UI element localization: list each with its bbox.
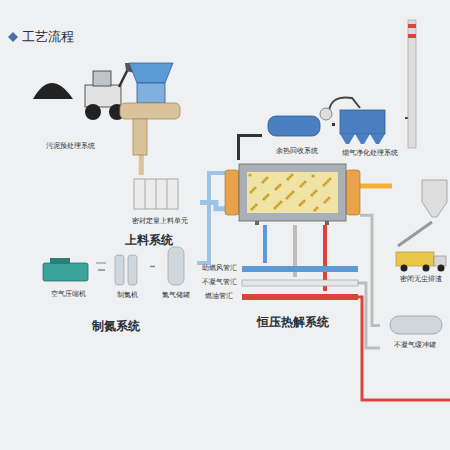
node-caption: 不凝气管汇 (198, 279, 240, 287)
pipe-connector (150, 266, 155, 268)
pipe-connector (332, 123, 335, 126)
pipe-connector (139, 155, 144, 175)
node-caption: 烟气净化处理系统 (335, 150, 405, 158)
pipe-connector (98, 269, 105, 271)
fuel-manifold: 燃油管汇 (198, 291, 358, 303)
pipe-connector (200, 203, 225, 209)
air-manifold: 助燃风管汇 (198, 263, 358, 275)
pipe-connector (197, 173, 225, 263)
heat-recovery: 余热回收系统 (262, 108, 332, 163)
section-label: 上料系统 (125, 234, 173, 247)
node-caption: 污泥预处理系统 (25, 143, 115, 151)
pipe-connector (358, 283, 380, 348)
equipment-drawing (25, 55, 180, 155)
air-compressor: 空气压缩机 (38, 255, 98, 305)
node-caption: 燃油管汇 (198, 293, 240, 301)
equipment-drawing (225, 160, 360, 225)
slag-discharge: 密闭无尘排渣 (392, 172, 450, 290)
node-caption: 余热回收系统 (262, 148, 332, 156)
section-label: 制氮系统 (92, 320, 140, 333)
nitrogen-generator: 制氮机 (105, 250, 150, 305)
nitrogen-tank: 氮气储罐 (155, 245, 197, 305)
pretreatment-system: 污泥预处理系统 (25, 55, 180, 155)
node-caption: 密封定量上料单元 (120, 218, 200, 226)
gas-buffer-tank: 不凝气缓冲罐 (380, 312, 450, 357)
feeding-unit: 密封定量上料单元 (120, 175, 200, 230)
pipe-connector (239, 136, 263, 161)
pipe-connector (360, 215, 380, 325)
pyrolysis-reactor: 恒压热解系统 (225, 160, 360, 225)
diagram-title: 工艺流程 (22, 30, 74, 44)
node-caption: 恒压热解系统 (240, 316, 345, 329)
flue-gas-cleaning: 烟气净化处理系统 (335, 100, 405, 165)
pipe-connector (360, 184, 392, 189)
node-caption: 助燃风管汇 (198, 265, 240, 273)
pipe-connector (263, 225, 267, 263)
node-caption: 氮气储罐 (155, 292, 197, 300)
equipment-drawing (380, 312, 450, 357)
node-caption: 密闭无尘排渣 (392, 276, 450, 284)
node-caption: 不凝气缓冲罐 (380, 342, 450, 350)
node-caption: 制氮机 (105, 292, 150, 300)
equipment-drawing (392, 172, 450, 290)
gas-manifold: 不凝气管汇 (198, 277, 358, 289)
node-caption: 空气压缩机 (38, 291, 98, 299)
